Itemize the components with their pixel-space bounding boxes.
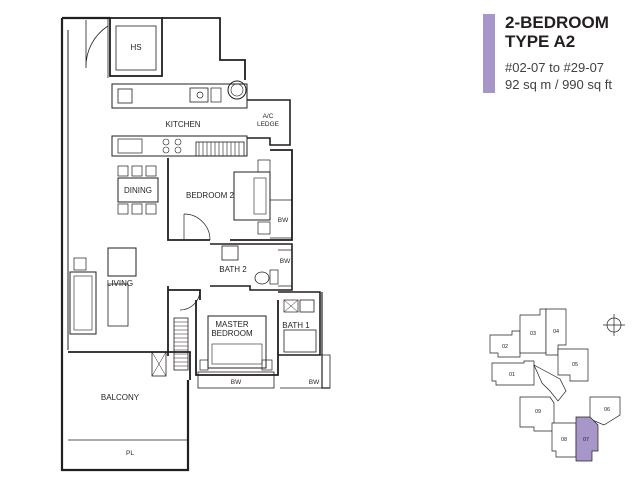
balcony-label: BALCONY	[101, 393, 140, 402]
block-05	[557, 348, 589, 382]
living-label: LIVING	[107, 279, 133, 288]
master-bed	[207, 315, 267, 369]
master-label-1: MASTER	[215, 320, 249, 329]
bath1-label: BATH 1	[282, 321, 310, 330]
ac-ledge	[247, 99, 291, 146]
unit-area: 92 sq m / 990 sq ft	[505, 77, 612, 92]
hs-label: HS	[130, 43, 141, 52]
unit-title-line1: 2-BEDROOM	[505, 13, 609, 32]
dining-table	[117, 177, 159, 203]
kitchen-label: KITCHEN	[165, 120, 200, 129]
bed2-bed	[233, 171, 271, 221]
bath2-label: BATH 2	[219, 265, 247, 274]
bw-label-4: BW	[309, 379, 320, 386]
unit-title-line2: TYPE A2	[505, 32, 576, 51]
kitchen-counter-bottom	[111, 135, 248, 157]
ac-ledge-label-1: A/C	[263, 113, 274, 120]
block-01	[491, 360, 535, 386]
block-06	[589, 396, 621, 426]
north-arrow-icon	[603, 314, 625, 336]
bed2-door	[183, 213, 211, 241]
block-connector	[533, 364, 567, 402]
floor-plan: HS KITCHEN A/C LEDGE DINING BEDROOM 2 BW…	[60, 16, 331, 472]
unit-title: 2-BEDROOM TYPE A2	[505, 13, 609, 51]
entry-door	[85, 20, 109, 69]
wardrobe-master	[173, 317, 189, 371]
key-label-09: 09	[535, 409, 541, 415]
master-label-2: BEDROOM	[211, 329, 253, 338]
key-label-03: 03	[530, 331, 536, 337]
block-02	[489, 330, 521, 358]
key-label-07: 07	[583, 437, 589, 443]
key-label-08: 08	[561, 437, 567, 443]
key-label-06: 06	[604, 407, 610, 413]
dining-label: DINING	[124, 186, 152, 195]
unit-details: #02-07 to #29-07 92 sq m / 990 sq ft	[505, 59, 612, 93]
bw-label-1: BW	[278, 217, 289, 224]
key-label-02: 02	[502, 344, 508, 350]
bw-label-3: BW	[231, 379, 242, 386]
outer-wall	[60, 18, 190, 472]
master-door	[179, 289, 201, 311]
key-label-01: 01	[509, 372, 515, 378]
bw-label-2: BW	[280, 258, 291, 265]
bath2-toilet	[254, 271, 270, 285]
sofa	[69, 271, 97, 335]
wardrobe-bed2	[195, 141, 245, 157]
tv-console	[107, 247, 137, 277]
bath1-shower	[283, 329, 317, 353]
pl-label: PL	[126, 450, 134, 457]
bath1-basin	[299, 299, 315, 313]
block-07-highlight	[575, 416, 599, 462]
ac-ledge-label-2: LEDGE	[257, 121, 280, 128]
washer-icon	[227, 80, 247, 100]
unit-accent-bar	[483, 14, 495, 93]
hs-room	[109, 17, 163, 77]
bath2-basin	[221, 245, 239, 261]
key-label-04: 04	[553, 329, 559, 335]
balcony-area	[68, 351, 191, 380]
block-09	[519, 396, 555, 432]
kitchen-counter-top	[111, 83, 248, 109]
block-04	[545, 308, 567, 356]
key-label-05: 05	[572, 362, 578, 368]
unit-range: #02-07 to #29-07	[505, 60, 605, 75]
coffee-table	[107, 283, 129, 327]
key-plan: 02 03 04 01 05 09 06 08 07	[489, 308, 625, 462]
bedroom2-label: BEDROOM 2	[186, 191, 235, 200]
